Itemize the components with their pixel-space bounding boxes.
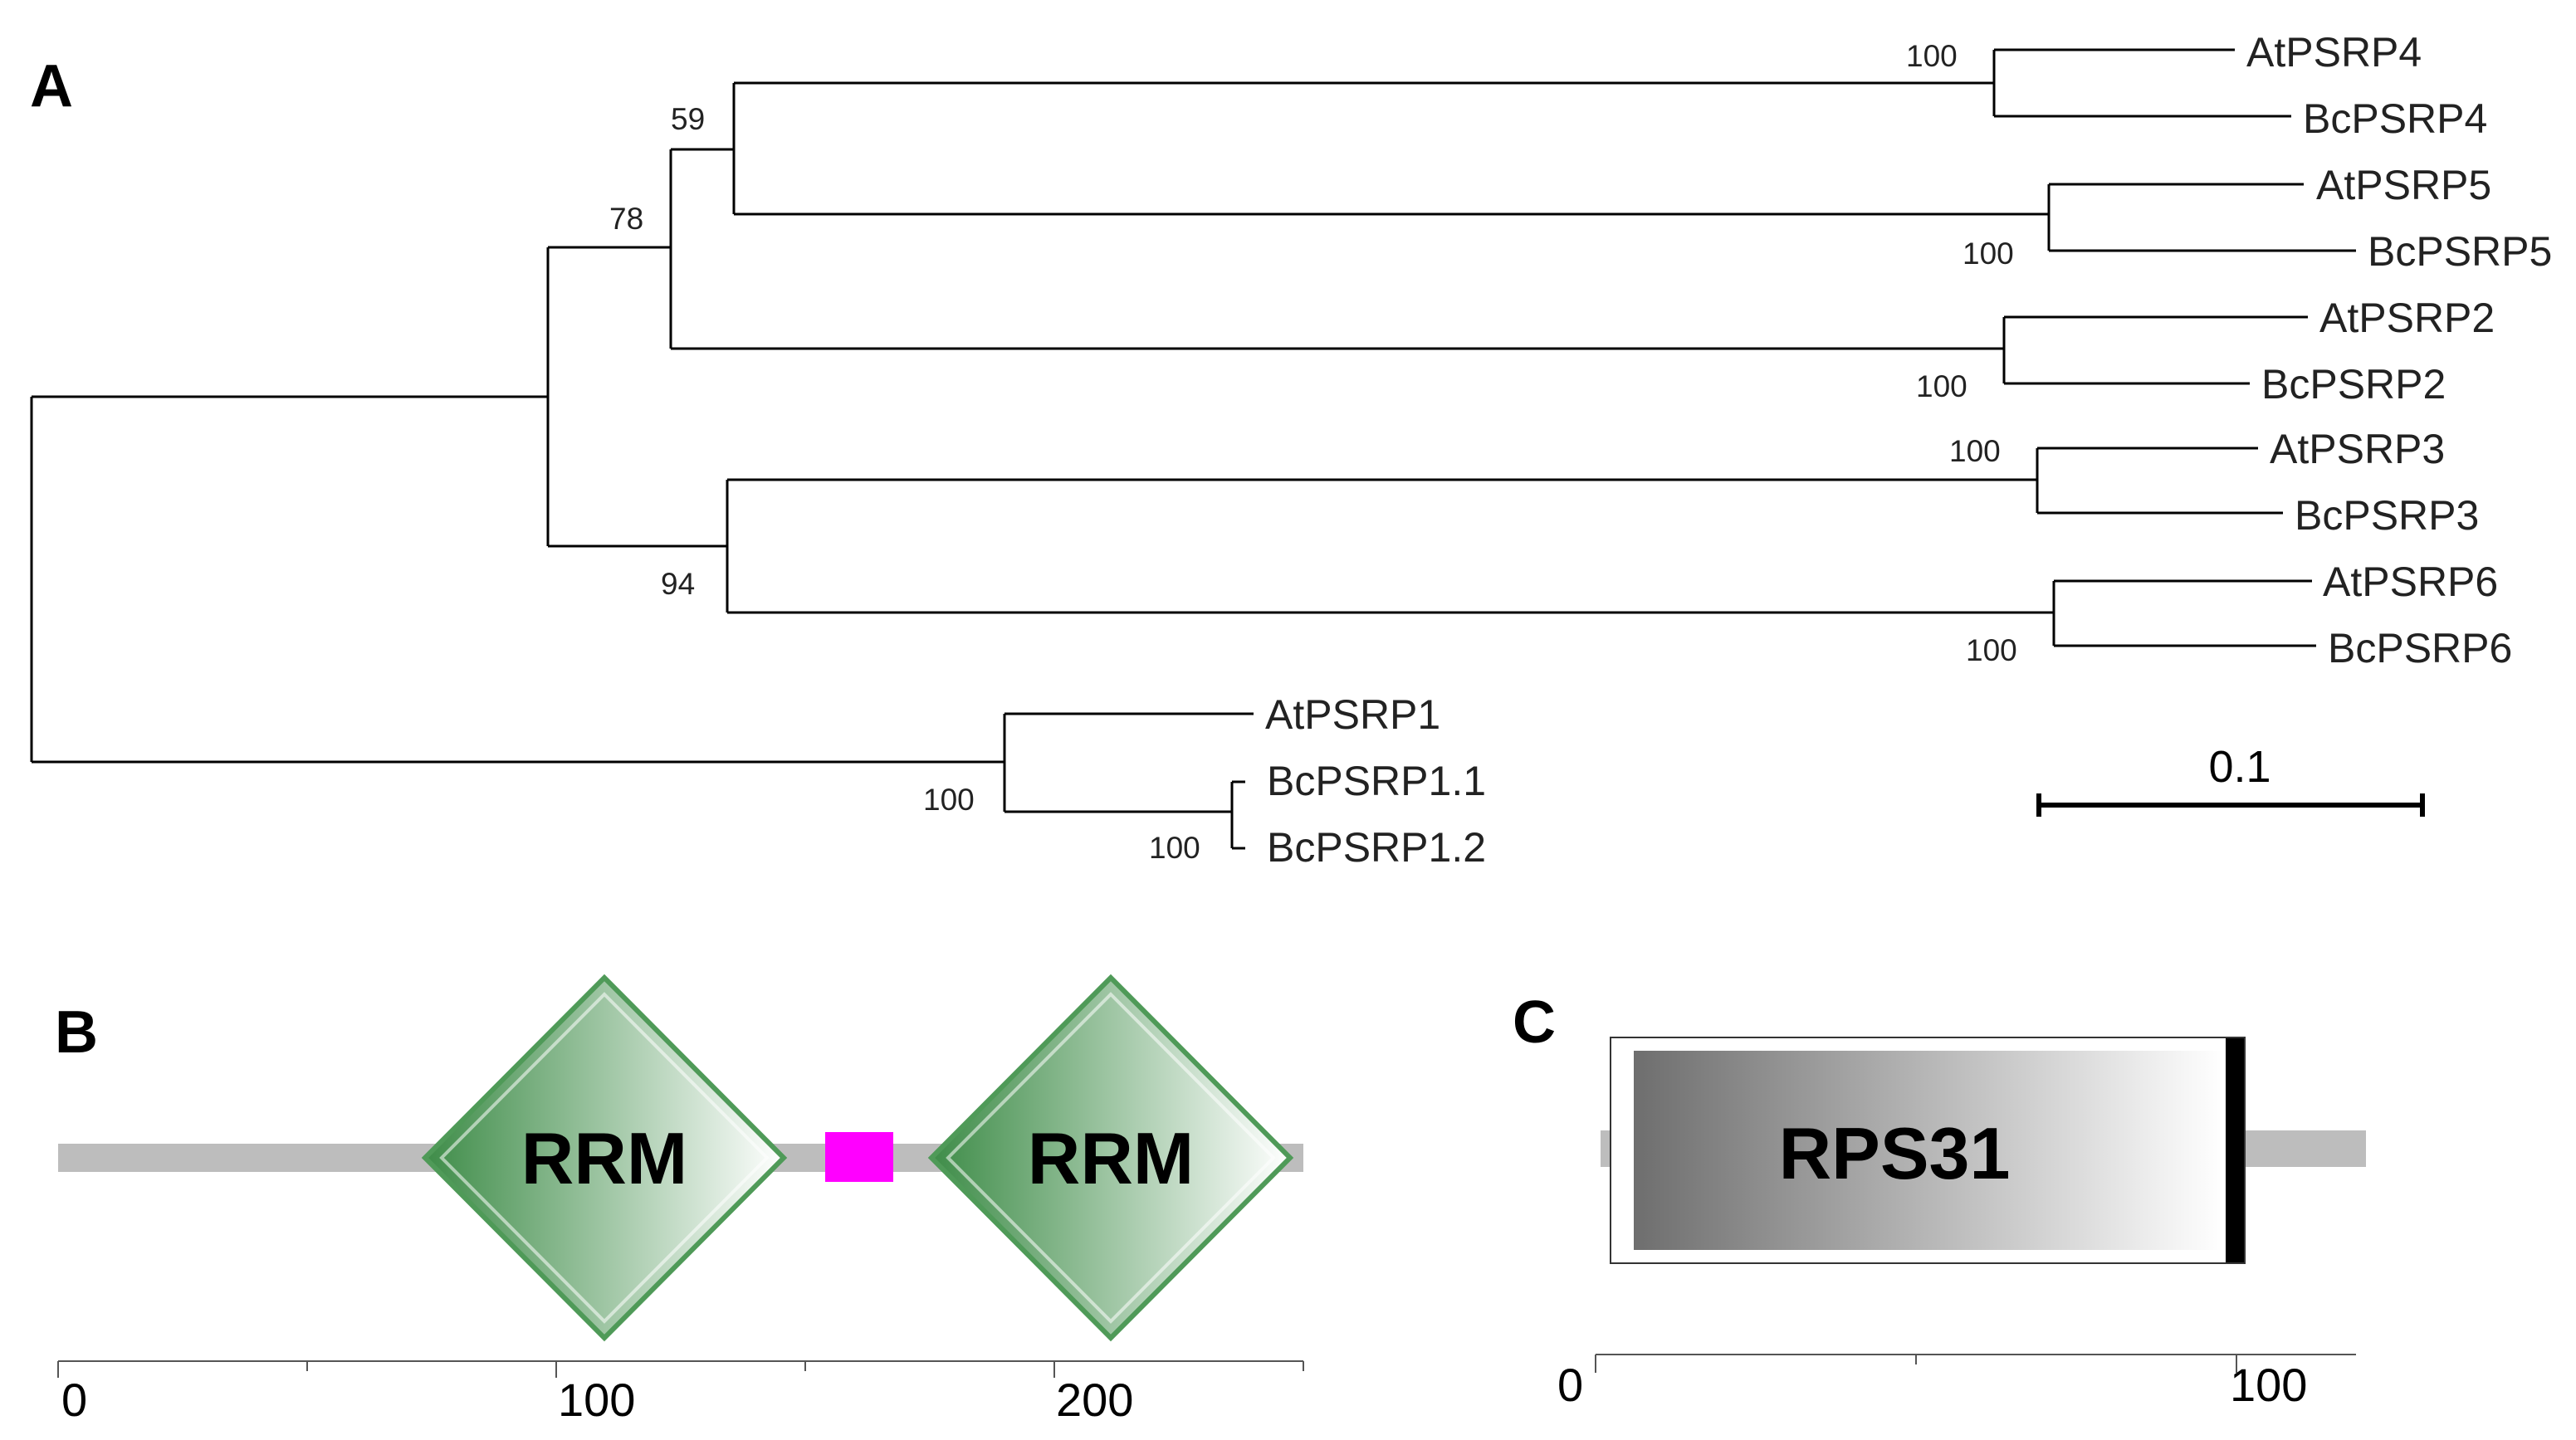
taxon-label: BcPSRP1.1: [1267, 758, 1486, 804]
panel-label-c: C: [1513, 989, 1556, 1056]
rrm-domain-2: RRM: [927, 974, 1294, 1342]
axis-tick-label: 0: [1557, 1359, 1583, 1411]
tree-branches: [30, 48, 2356, 850]
rps31-domain-fill: [1634, 1051, 2223, 1250]
rrm-domain-1: RRM: [421, 974, 788, 1342]
panel-a: A: [30, 29, 2552, 871]
rrm-domain-label: RRM: [521, 1117, 687, 1199]
bootstrap-value: 100: [1906, 39, 1958, 73]
panel-label-a: A: [30, 53, 73, 120]
taxon-label: AtPSRP3: [2270, 426, 2445, 472]
taxon-label: BcPSRP5: [2368, 228, 2552, 275]
scale-bar: 0.1: [2036, 742, 2425, 817]
bootstrap-value: 100: [1963, 237, 2014, 271]
taxon-label: AtPSRP5: [2316, 162, 2491, 208]
taxon-label: AtPSRP4: [2246, 29, 2422, 76]
taxon-label: BcPSRP4: [2303, 95, 2487, 142]
bootstrap-value: 100: [923, 783, 975, 817]
taxon-label: BcPSRP3: [2295, 492, 2479, 539]
rrm-domain-inner-edge: [946, 992, 1276, 1324]
scale-bar-line: [2036, 793, 2425, 817]
axis-ticks: [57, 1361, 1304, 1378]
taxon-label: AtPSRP1: [1265, 691, 1440, 738]
linker-motif: [825, 1132, 893, 1182]
rps31-domain: RPS31: [1610, 1037, 2246, 1264]
axis-b: 0 100 200: [57, 1360, 1304, 1426]
taxon-label: AtPSRP6: [2323, 559, 2498, 605]
taxon-label: BcPSRP1.2: [1267, 824, 1486, 871]
bootstrap-values: 100 59 100 78 100 100 94 100 100 100: [609, 39, 2017, 865]
axis-tick-label: 0: [61, 1374, 87, 1426]
rrm-domain-inner-edge: [439, 992, 770, 1324]
axis-tick-label: 100: [558, 1374, 635, 1426]
panel-b: B RRM RRM 0 100 200: [55, 974, 1304, 1426]
panel-label-b: B: [55, 999, 98, 1066]
bootstrap-value: 100: [1916, 369, 1967, 403]
axis-tick-label: 200: [1056, 1374, 1133, 1426]
bootstrap-value: 100: [1949, 434, 2001, 468]
panel-c: C RPS31 0 100: [1513, 989, 2366, 1411]
rrm-domain-shape: [421, 974, 788, 1342]
rps31-domain-label: RPS31: [1779, 1112, 2011, 1194]
bootstrap-value: 94: [661, 567, 695, 601]
bootstrap-value: 100: [1966, 633, 2017, 667]
axis-ticks: [1595, 1355, 2237, 1373]
bootstrap-value: 78: [609, 202, 643, 236]
rrm-domain-label: RRM: [1028, 1117, 1194, 1199]
bootstrap-value: 100: [1149, 831, 1200, 865]
taxon-label: BcPSRP2: [2261, 361, 2446, 408]
axis-c: 0 100: [1557, 1354, 2356, 1411]
rrm-domain-shape: [927, 974, 1294, 1342]
taxon-labels: AtPSRP4 BcPSRP4 AtPSRP5 BcPSRP5 AtPSRP2 …: [1265, 29, 2552, 871]
scale-bar-label: 0.1: [2208, 742, 2270, 792]
bootstrap-value: 59: [671, 102, 705, 136]
axis-tick-label: 100: [2230, 1359, 2307, 1411]
taxon-label: BcPSRP6: [2328, 625, 2512, 671]
taxon-label: AtPSRP2: [2319, 295, 2495, 341]
